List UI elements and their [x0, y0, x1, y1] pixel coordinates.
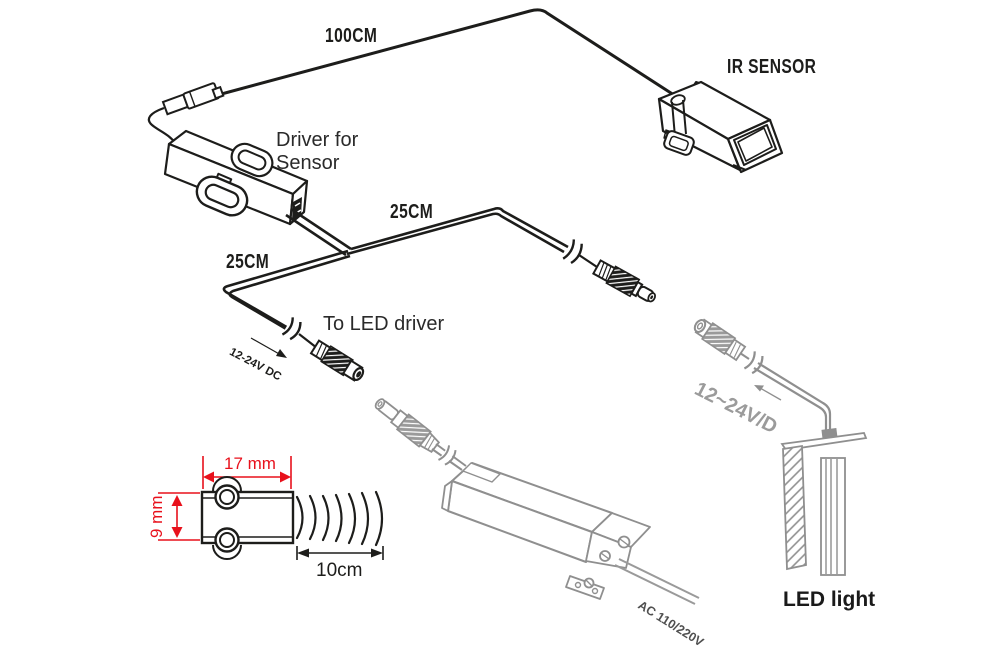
sensor-driver-bar: [163, 129, 309, 226]
sensor-head-side-view: [200, 476, 295, 560]
driver-clip-lower: [195, 172, 249, 217]
label-9mm: 9 mm: [147, 495, 167, 539]
label-10cm: 10cm: [316, 560, 363, 581]
ac-input-wires: [614, 558, 700, 605]
label-25cm-right: 25CM: [390, 201, 434, 223]
cable-break-mark-gray-center: [437, 444, 457, 467]
label-100cm: 100CM: [325, 25, 378, 47]
ir-sensor-illustration: [657, 80, 784, 174]
ir-window-inner: [737, 127, 773, 162]
label-driver-for: Driver for: [276, 129, 359, 151]
cable-break-mark-left: [281, 316, 302, 341]
label-led-light: LED light: [783, 588, 876, 611]
driver-output-cables: [222, 207, 569, 335]
sensor-head-dimension-drawing: [158, 456, 384, 560]
label-driver-sensor: Sensor: [276, 152, 340, 174]
cable-break-mark-right: [562, 238, 583, 265]
dc-plug-male-right: [592, 259, 656, 303]
cable-break-mark-gray-right: [743, 350, 764, 375]
driver-box-label-recess: [462, 462, 501, 483]
ir-sensor-strap: [663, 94, 695, 156]
led-driver-assembly: [374, 398, 700, 605]
connector-pigtail-wire: [147, 106, 177, 145]
ir-signal-waves: [295, 490, 384, 547]
range-dimension-10cm: [296, 546, 384, 560]
dc-voltage-arrow: [250, 337, 287, 358]
wire-to-left-jack: [298, 333, 318, 349]
led-strip-channel: [820, 457, 846, 576]
label-17mm: 17 mm: [224, 454, 276, 473]
label-ir-sensor: IR SENSOR: [727, 56, 817, 78]
led-light-panel: [780, 432, 868, 576]
dc-plug-male-gray: [374, 398, 441, 453]
panel-hatched-edge: [782, 444, 807, 571]
led-driver-box: [441, 462, 651, 600]
label-to-led-driver: To LED driver: [323, 313, 445, 335]
terminal-screws: [583, 535, 631, 589]
dc-voltage-right-arrow: [754, 385, 782, 401]
label-25cm-left: 25CM: [226, 251, 270, 273]
dc-jack-female-gray: [693, 318, 747, 362]
gray-led-light-assembly: [693, 318, 838, 441]
driver-clip-upper: [230, 142, 274, 178]
dc-jack-female-left: [309, 339, 365, 382]
sensor-cable-100cm: [213, 8, 675, 98]
inline-connector: [161, 82, 225, 116]
